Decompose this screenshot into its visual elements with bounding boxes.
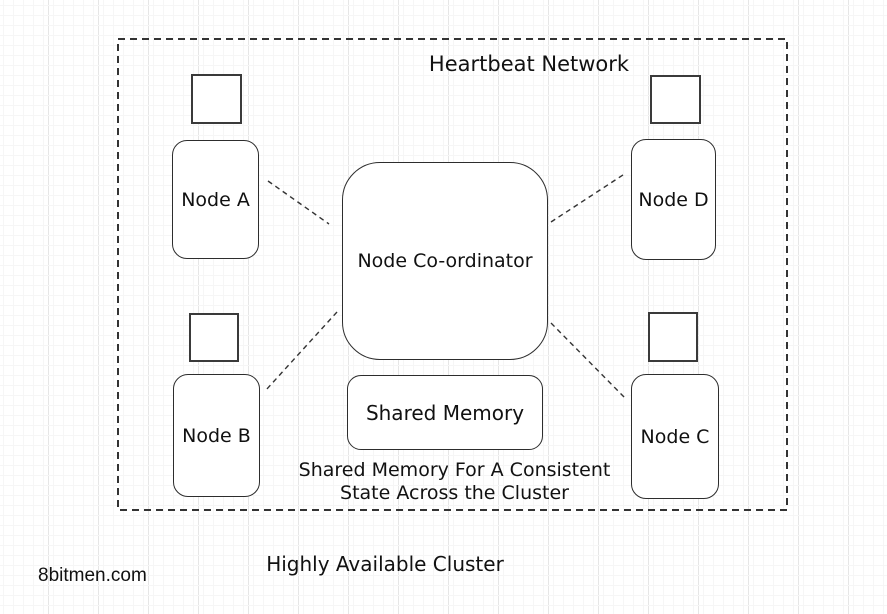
connector-coordinator-node-d: [550, 172, 627, 223]
caption-line-2: State Across the Cluster: [340, 482, 569, 504]
node-c-box: Node C: [631, 374, 719, 499]
watermark-text: 8bitmen.com: [38, 565, 147, 586]
heartbeat-network-title: Heartbeat Network: [428, 52, 630, 76]
node-b-port-square: [189, 313, 239, 362]
connector-coordinator-node-c: [550, 322, 627, 400]
coordinator-label: Node Co-ordinator: [357, 250, 533, 272]
caption-line-1: Shared Memory For A Consistent: [298, 459, 611, 481]
shared-memory-caption: Shared Memory For A Consistent State Acr…: [287, 459, 622, 505]
node-c-label: Node C: [640, 425, 710, 448]
node-b-label: Node B: [182, 424, 251, 447]
node-d-port-square: [650, 75, 701, 124]
heartbeat-network-boundary: [117, 38, 788, 511]
diagram-footer-title: Highly Available Cluster: [266, 552, 504, 576]
shared-memory-box: Shared Memory: [347, 375, 543, 450]
coordinator-box: Node Co-ordinator: [342, 162, 548, 360]
connector-coordinator-node-b: [265, 311, 338, 391]
node-a-label: Node A: [181, 188, 250, 211]
node-d-label: Node D: [638, 188, 709, 211]
shared-memory-label: Shared Memory: [365, 400, 525, 425]
connector-node-a-coordinator: [267, 180, 330, 225]
node-c-port-square: [648, 312, 698, 362]
node-a-port-square: [191, 74, 242, 124]
node-b-box: Node B: [173, 374, 260, 497]
node-a-box: Node A: [172, 140, 259, 259]
node-d-box: Node D: [631, 139, 716, 260]
